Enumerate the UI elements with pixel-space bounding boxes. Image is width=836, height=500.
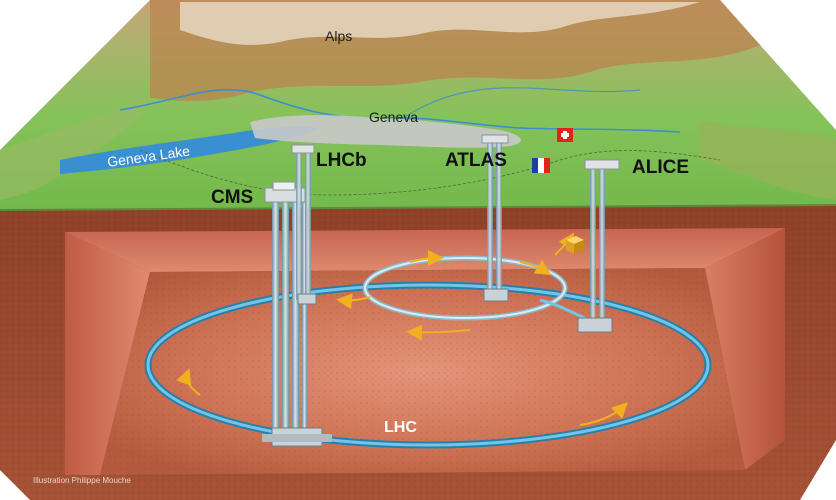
- border-line: [139, 149, 721, 196]
- alice-surface-building: [584, 159, 620, 170]
- illustration-credit: Illustration Philippe Mouche: [33, 476, 131, 485]
- terrain-front-edge: [0, 204, 836, 211]
- atlas-shafts: [487, 140, 502, 295]
- beam-arrow: [406, 324, 471, 341]
- french-flag-icon: [532, 158, 550, 173]
- beam-arrow: [336, 293, 371, 310]
- cms-cavern: [262, 427, 332, 447]
- swiss-flag-icon: [557, 128, 573, 142]
- lhc-ring-highlight: [146, 283, 710, 447]
- lhcb-surface-building: [291, 144, 315, 154]
- injector-cube: [566, 236, 584, 254]
- label-alice: ALICE: [632, 157, 689, 178]
- lhcb-shafts: [296, 150, 311, 300]
- lhcb-cavern: [297, 293, 317, 305]
- label-cms: CMS: [211, 187, 253, 208]
- beam-arrow: [519, 259, 552, 276]
- geneva-city: [250, 115, 521, 148]
- label-geneva: Geneva: [369, 109, 418, 125]
- cavern-left-wall: [65, 232, 150, 475]
- atlas-surface-building: [481, 134, 509, 144]
- cms-shafts: [272, 200, 307, 432]
- label-alps: Alps: [325, 28, 352, 44]
- cavern-right-wall: [705, 228, 785, 470]
- beam-arrow: [176, 368, 201, 396]
- hills-left: [0, 98, 150, 200]
- beam-arrow: [409, 250, 444, 267]
- label-lhc: LHC: [384, 419, 417, 436]
- alice-cavern: [577, 317, 613, 333]
- arve-river: [399, 87, 641, 121]
- alps-snow: [180, 2, 700, 45]
- alice-shafts: [590, 168, 605, 323]
- geneva-lake: [60, 126, 320, 174]
- cavern-back-wall: [65, 228, 785, 272]
- sps-ring-highlight: [364, 257, 566, 319]
- jura-relief-right: [700, 120, 836, 200]
- label-atlas: ATLAS: [445, 150, 507, 171]
- transfer-line: [539, 298, 586, 320]
- beam-arrow: [554, 232, 575, 256]
- beam-arrow: [579, 402, 628, 426]
- label-lhcb: LHCb: [316, 150, 367, 171]
- atlas-cavern: [483, 288, 509, 302]
